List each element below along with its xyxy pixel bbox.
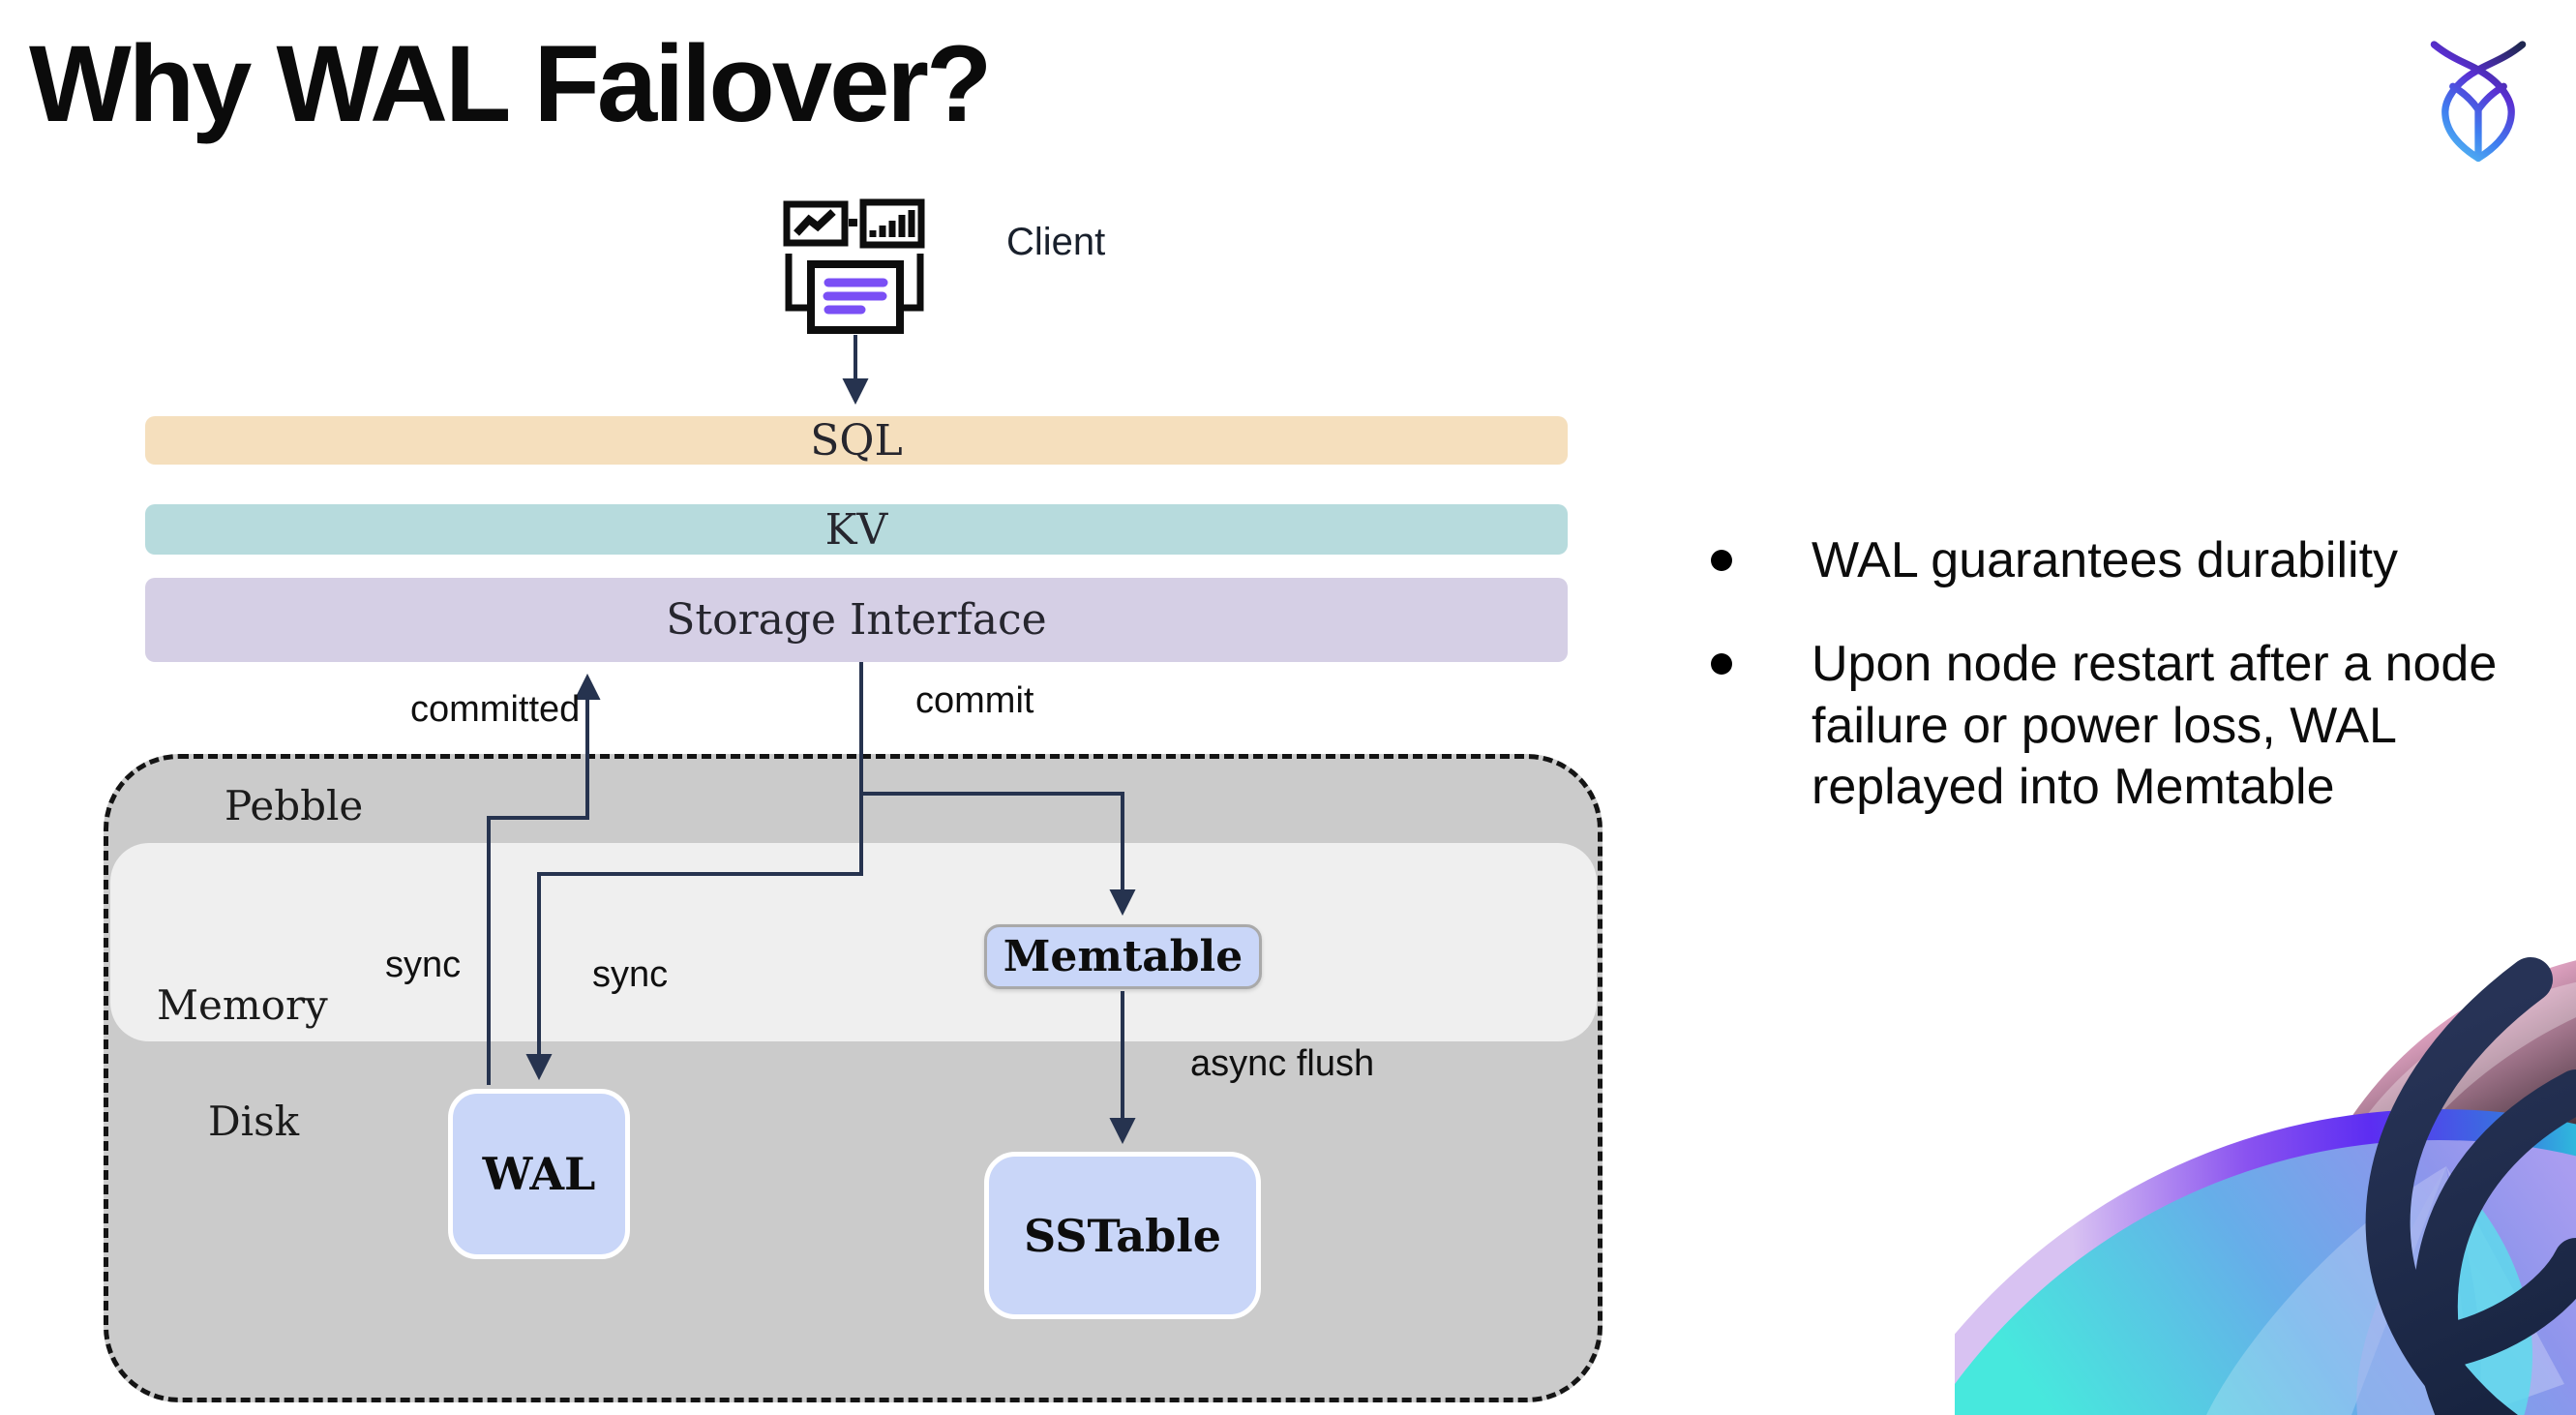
sstable-label: SSTable — [1024, 1209, 1221, 1262]
art-purple-rim — [1955, 1109, 2576, 1385]
list-item: Upon node restart after a node failure o… — [1711, 634, 2514, 818]
async-flush-label: async flush — [1190, 1043, 1375, 1084]
cockroachdb-brand-art-icon — [1955, 957, 2576, 1415]
sync-left-label: sync — [385, 945, 462, 985]
page-title: Why WAL Failover? — [29, 23, 992, 144]
bullet-text: Upon node restart after a node failure o… — [1812, 636, 2498, 816]
bullet-list: WAL guarantees durability Upon node rest… — [1711, 530, 2514, 819]
layer-kv: KV — [145, 504, 1568, 555]
cockroachdb-logo-icon — [2430, 41, 2527, 163]
layer-kv-label: KV — [824, 504, 888, 555]
art-roach-glyph — [2365, 957, 2576, 1415]
bullet-icon — [1711, 550, 1732, 571]
wal-label: WAL — [482, 1148, 596, 1200]
list-item: WAL guarantees durability — [1711, 530, 2514, 591]
client-label: Client — [1006, 221, 1106, 263]
layer-storage-interface: Storage Interface — [145, 578, 1568, 662]
bullet-icon — [1711, 653, 1732, 676]
client-icon — [783, 198, 925, 334]
sstable-node: SSTable — [984, 1152, 1261, 1319]
memtable-label: Memtable — [1003, 932, 1243, 981]
layer-sql-label: SQL — [810, 415, 903, 466]
memtable-node: Memtable — [984, 924, 1262, 989]
pebble-label: Pebble — [225, 782, 364, 829]
disk-label: Disk — [208, 1098, 300, 1145]
bullet-text: WAL guarantees durability — [1812, 532, 2399, 588]
wal-node: WAL — [448, 1089, 630, 1259]
layer-storage-label: Storage Interface — [666, 595, 1047, 645]
layer-sql: SQL — [145, 415, 1568, 466]
commit-label: commit — [915, 680, 1034, 721]
committed-label: committed — [410, 689, 581, 730]
memory-label: Memory — [157, 981, 328, 1029]
sync-right-label: sync — [592, 954, 669, 995]
memory-region — [110, 843, 1597, 1041]
